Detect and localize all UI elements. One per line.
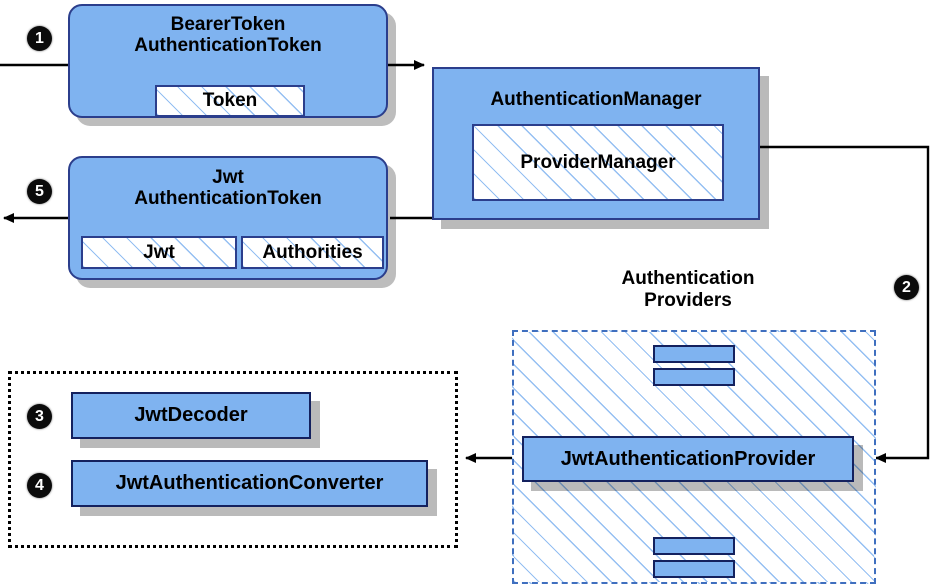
jwt-authentication-token-slot-authorities: Authorities (241, 236, 384, 269)
authentication-manager-title: AuthenticationManager (490, 89, 702, 110)
node-bearer-token-authentication-token[interactable]: BearerToken AuthenticationToken Token (68, 4, 388, 118)
authentication-manager-slot-provider-manager: ProviderManager (472, 124, 724, 201)
provider-stub-top-1 (653, 345, 735, 363)
jwt-authentication-token-title: Jwt AuthenticationToken (134, 167, 322, 210)
badge-step-5: 5 (27, 179, 52, 204)
badge-step-2: 2 (894, 275, 919, 300)
jwt-authentication-token-slot-jwt: Jwt (81, 236, 237, 269)
badge-step-4: 4 (27, 473, 52, 498)
bearer-token-title: BearerToken AuthenticationToken (134, 14, 322, 57)
node-authentication-manager[interactable]: AuthenticationManager ProviderManager (432, 67, 760, 220)
node-jwt-decoder[interactable]: JwtDecoder (71, 392, 311, 439)
badge-step-1: 1 (27, 26, 52, 51)
node-jwt-authentication-converter[interactable]: JwtAuthenticationConverter (71, 460, 428, 507)
badge-step-3: 3 (27, 404, 52, 429)
bearer-token-slot-token: Token (155, 85, 305, 117)
provider-stub-bottom-2 (653, 560, 735, 578)
provider-stub-top-2 (653, 368, 735, 386)
group-jwt-support (8, 371, 458, 548)
node-jwt-authentication-provider[interactable]: JwtAuthenticationProvider (522, 436, 854, 482)
node-jwt-authentication-token[interactable]: Jwt AuthenticationToken Jwt Authorities (68, 156, 388, 280)
authentication-providers-caption: Authentication Providers (621, 268, 755, 311)
provider-stub-bottom-1 (653, 537, 735, 555)
